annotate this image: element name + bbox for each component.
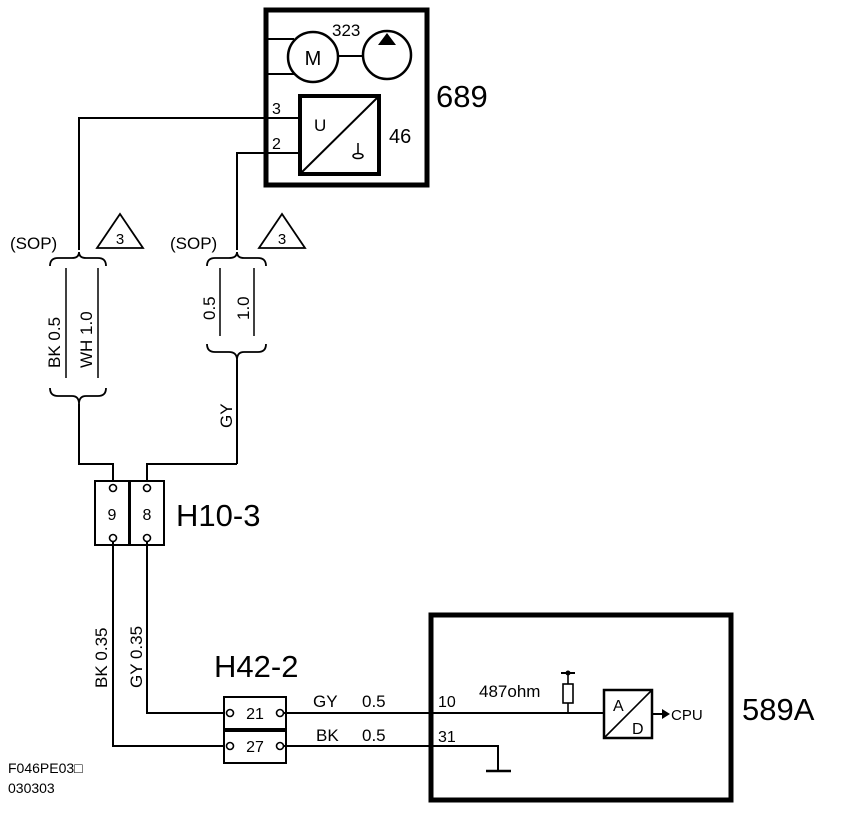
left-branch: (SOP) 3 BK 0.5 WH 1.0	[10, 212, 145, 405]
resistor-label: 487ohm	[479, 682, 540, 701]
wire-right-to-pin8	[146, 463, 237, 482]
adc-diagonal	[604, 690, 652, 738]
connector-h42-2-id: H42-2	[214, 649, 298, 684]
h10-3-pin-8: 8	[143, 507, 152, 524]
connector-h10-3-id: H10-3	[176, 498, 260, 533]
mid-wire-right-label: GY 0.35	[127, 626, 146, 688]
h10-3-pin9-top-icon	[108, 483, 118, 493]
pin-31-label: 31	[438, 729, 456, 746]
left-brace-bottom	[49, 387, 107, 405]
h10-3-pin8-top-icon	[142, 483, 152, 493]
footer-code: F046PE03□	[8, 760, 83, 776]
right-note-number: 3	[278, 231, 286, 248]
wire-left-to-pin9	[78, 404, 114, 482]
adc-d-symbol: D	[632, 721, 644, 738]
connector-h10-3: 9 8 H10-3	[94, 480, 260, 546]
left-wire-a-label: BK 0.5	[45, 317, 64, 368]
pump-arrow-icon	[378, 33, 396, 45]
left-wire-b-label: WH 1.0	[77, 311, 96, 368]
wire-pin8-to-pin21	[146, 542, 224, 714]
left-brace-top	[49, 251, 107, 267]
h42-2-pin27-left-icon	[225, 741, 235, 751]
cpu-label: CPU	[671, 707, 703, 724]
h42-2-pin21-right-icon	[275, 708, 285, 718]
sensor-id: 46	[389, 126, 411, 148]
right-wire-color-label: GY	[217, 403, 236, 428]
h10-3-pin8-bottom-icon	[142, 533, 152, 543]
right-brace-top	[206, 251, 267, 267]
pin-2-label: 2	[272, 136, 281, 153]
component-689: M 323 U 46 3 2 689	[263, 7, 488, 188]
harness-bottom-color: BK	[316, 726, 339, 745]
right-wire-a-label: 0.5	[200, 296, 219, 320]
sensor-ground-icon	[352, 152, 364, 160]
harness-bottom-size: 0.5	[362, 726, 386, 745]
wires-to-h10-3	[78, 404, 237, 482]
component-589a-id: 589A	[742, 692, 815, 727]
sensor-46-box	[298, 94, 381, 176]
right-branch: (SOP) 3 0.5 1.0 GY	[170, 212, 307, 464]
h42-2-pin27-right-icon	[275, 741, 285, 751]
wire-pin3-to-left-branch	[78, 117, 268, 250]
component-589a: 10 31 487ohm A D CPU 589A	[428, 612, 815, 803]
h42-2-pin-21: 21	[246, 706, 264, 723]
wires-upper	[78, 117, 268, 250]
right-brace-bottom	[206, 343, 267, 361]
component-589a-box	[428, 612, 734, 803]
right-note-triangle-icon	[257, 212, 307, 249]
wire-pin2-to-right-branch	[236, 152, 268, 250]
left-note-triangle-icon	[95, 212, 145, 249]
wires-mid	[112, 542, 224, 747]
mid-wire-left-label: BK 0.35	[92, 628, 111, 689]
sensor-input-symbol: U	[314, 116, 326, 135]
pump-id: 323	[332, 21, 360, 40]
h10-3-pin-9: 9	[108, 507, 117, 524]
component-689-box	[263, 7, 430, 188]
pin-10-label: 10	[438, 694, 456, 711]
component-689-id: 689	[436, 79, 488, 114]
right-sop-label: (SOP)	[170, 234, 217, 253]
left-note-number: 3	[116, 231, 124, 248]
connector-h42-2: H42-2 21 27	[214, 649, 298, 764]
wires-to-589a	[284, 712, 604, 773]
wire-pin9-to-pin27	[112, 542, 224, 747]
motor-symbol: M	[305, 48, 322, 70]
pin-3-label: 3	[272, 101, 281, 118]
adc-a-symbol: A	[613, 698, 624, 715]
footer-date: 030303	[8, 780, 55, 796]
harness-top-color: GY	[313, 692, 338, 711]
h42-2-pin21-left-icon	[225, 708, 235, 718]
sensor-diagonal	[301, 97, 378, 173]
resistor-icon	[562, 683, 574, 704]
wire-pin27-to-pin31	[284, 745, 499, 770]
left-sop-label: (SOP)	[10, 234, 57, 253]
harness-top-size: 0.5	[362, 692, 386, 711]
adc-output-arrow-icon	[662, 709, 670, 719]
h42-2-pin-27: 27	[246, 739, 264, 756]
h10-3-pin9-bottom-icon	[108, 533, 118, 543]
right-wire-b-label: 1.0	[234, 296, 253, 320]
